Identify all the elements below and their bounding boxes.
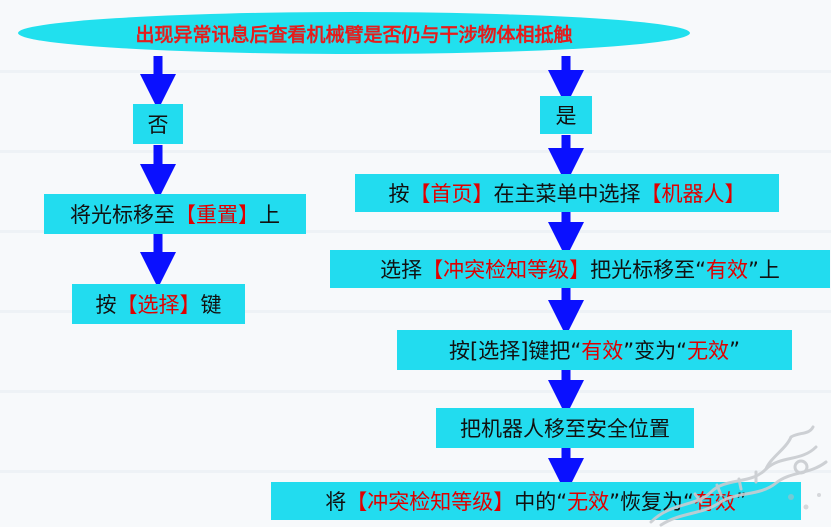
left-step1-box: 将光标移至【重置】上 (44, 194, 306, 234)
right-step1-mid: 在主菜单中选择 (494, 178, 641, 208)
title-ellipse: 出现异常讯息后查看机械臂是否仍与干涉物体相抵触 (18, 12, 690, 54)
right-step3-box: 按[选择]键把“有效”变为“无效” (397, 330, 792, 370)
right-step1-highlight1: 【首页】 (410, 178, 494, 208)
left-step2-pre: 按 (96, 289, 117, 319)
left-step1-highlight: 【重置】 (175, 199, 259, 229)
left-step2-box: 按【选择】键 (72, 284, 245, 324)
right-step2-mid: 把光标移至“ (590, 254, 706, 284)
dragon-decoration-icon (641, 407, 831, 527)
left-step1-pre: 将光标移至 (70, 199, 175, 229)
right-step5-pre: 将 (325, 486, 346, 516)
yes-box: 是 (540, 96, 592, 134)
right-step3-post: ” (729, 338, 740, 362)
right-step3-highlight1: 有效 (581, 335, 623, 365)
no-label: 否 (148, 109, 169, 139)
left-step2-post: 键 (201, 289, 222, 319)
right-step3-pre: 按[选择]键把“ (449, 335, 581, 365)
right-step2-box: 选择【冲突检知等级】把光标移至“有效”上 (330, 250, 830, 288)
right-step5-mid: 中的“ (514, 486, 567, 516)
right-step2-pre: 选择 (380, 254, 422, 284)
title-text: 出现异常讯息后查看机械臂是否仍与干涉物体相抵触 (135, 20, 572, 47)
right-step1-box: 按【首页】在主菜单中选择【机器人】 (355, 174, 779, 212)
right-step5-highlight2: 无效 (567, 486, 609, 516)
right-step2-post: ”上 (748, 254, 780, 284)
no-box: 否 (133, 104, 183, 144)
yes-label: 是 (556, 100, 577, 130)
right-step3-highlight2: 无效 (687, 335, 729, 365)
right-step3-mid: ”变为“ (623, 335, 687, 365)
left-step2-highlight: 【选择】 (117, 289, 201, 319)
right-step2-highlight1: 【冲突检知等级】 (422, 254, 590, 284)
right-step2-highlight2: 有效 (706, 254, 748, 284)
right-step1-pre: 按 (389, 178, 410, 208)
right-step5-highlight1: 【冲突检知等级】 (346, 486, 514, 516)
left-step1-post: 上 (259, 199, 280, 229)
right-step4-text: 把机器人移至安全位置 (460, 413, 670, 443)
right-step1-highlight2: 【机器人】 (641, 178, 746, 208)
